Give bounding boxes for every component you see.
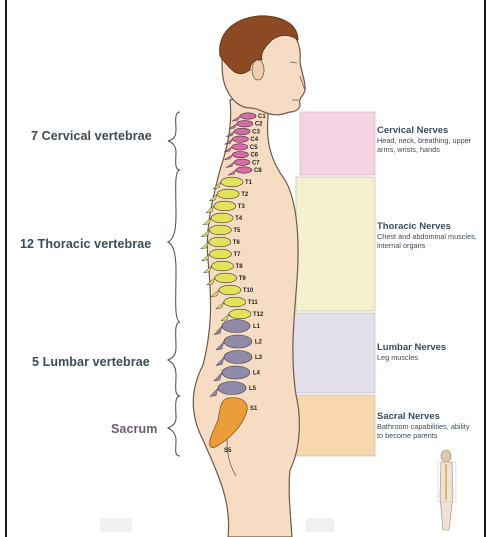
vertebra-c7 xyxy=(234,159,250,165)
vertebra-label-l1: L1 xyxy=(253,324,261,330)
vertebra-label-t5: T5 xyxy=(233,228,241,234)
vertebra-label-l2: L2 xyxy=(255,340,263,346)
brace-sacrum xyxy=(168,396,180,456)
panel-desc-lumbar: Leg muscles xyxy=(377,354,477,363)
vertebra-label-l4: L4 xyxy=(253,371,261,377)
vertebra-label-c3: C3 xyxy=(252,129,260,135)
brace-cervical xyxy=(168,112,180,170)
vertebra-t11 xyxy=(224,297,246,307)
vertebra-label-c4: C4 xyxy=(250,137,258,143)
label-sacrum: Sacrum xyxy=(111,422,157,436)
panel-bg-lumbar xyxy=(290,313,375,393)
brace-lumbar xyxy=(168,322,180,396)
vertebra-t4 xyxy=(211,213,233,223)
panel-cervical-nerves: Cervical Nerves Head, neck, breathing, u… xyxy=(377,125,485,155)
vertebra-c3 xyxy=(234,128,250,134)
vertebra-c1 xyxy=(240,113,256,119)
vertebra-label-c7: C7 xyxy=(252,160,260,166)
panel-bg-thoracic xyxy=(296,177,375,311)
vertebra-label-c2: C2 xyxy=(255,122,263,128)
vertebra-t2 xyxy=(217,189,239,199)
vertebra-label-t1: T1 xyxy=(245,180,253,186)
panel-bg-sacral xyxy=(293,395,375,456)
vertebra-l4 xyxy=(222,366,250,379)
vertebra-label-t4: T4 xyxy=(235,216,243,222)
vertebra-t7 xyxy=(210,249,232,259)
vertebra-label-c6: C6 xyxy=(250,153,258,159)
brace-thoracic xyxy=(168,170,180,322)
panel-title-cervical: Cervical Nerves xyxy=(377,125,485,136)
vertebra-label-t12: T12 xyxy=(253,312,264,318)
vertebra-label-l5: L5 xyxy=(249,386,257,392)
panel-lumbar-nerves: Lumbar Nerves Leg muscles xyxy=(377,342,477,363)
vertebra-c6 xyxy=(232,151,248,157)
label-cervical-vertebrae: 7 Cervical vertebrae xyxy=(31,129,152,143)
vertebra-label-t8: T8 xyxy=(236,264,244,270)
vertebra-label-t9: T9 xyxy=(239,276,247,282)
vertebra-label-s5: S5 xyxy=(224,448,232,454)
vertebra-label-c1: C1 xyxy=(258,114,266,120)
vertebra-label-c8: C8 xyxy=(254,168,262,174)
vertebra-t3 xyxy=(214,201,236,211)
vertebra-label-s1: S1 xyxy=(250,406,258,412)
vertebra-t8 xyxy=(212,261,234,271)
panel-thoracic-nerves: Thoracic Nerves Chest and abdominal musc… xyxy=(377,221,477,251)
vertebra-t5 xyxy=(209,225,231,235)
thumbnail-figure xyxy=(438,450,456,530)
bottom-artifact-right xyxy=(306,518,334,532)
panel-title-lumbar: Lumbar Nerves xyxy=(377,342,477,353)
label-thoracic-vertebrae: 12 Thoracic vertebrae xyxy=(20,237,151,251)
vertebra-c2 xyxy=(237,121,253,127)
vertebra-l3 xyxy=(224,351,252,364)
vertebra-c5 xyxy=(232,144,248,150)
panel-desc-cervical: Head, neck, breathing, upper arms, wrist… xyxy=(377,137,485,155)
bottom-artifact-left xyxy=(100,518,132,532)
panel-bg-cervical xyxy=(300,112,375,175)
panel-desc-sacral: Bathroom capabilities, ability to become… xyxy=(377,423,477,441)
vertebra-label-t2: T2 xyxy=(241,192,249,198)
vertebra-c4 xyxy=(232,136,248,142)
vertebra-c8 xyxy=(236,167,252,173)
panel-title-sacral: Sacral Nerves xyxy=(377,411,477,422)
vertebra-label-t3: T3 xyxy=(238,204,246,210)
vertebra-t1 xyxy=(221,177,243,187)
vertebra-t9 xyxy=(215,273,237,283)
vertebra-l2 xyxy=(224,335,252,348)
vertebra-label-l3: L3 xyxy=(255,355,263,361)
label-lumbar-vertebrae: 5 Lumbar vertebrae xyxy=(32,355,150,369)
vertebra-label-t7: T7 xyxy=(234,252,242,258)
vertebra-t6 xyxy=(209,237,231,247)
vertebra-label-t10: T10 xyxy=(243,288,254,294)
vertebra-t10 xyxy=(219,285,241,295)
panel-title-thoracic: Thoracic Nerves xyxy=(377,221,477,232)
vertebra-label-t11: T11 xyxy=(248,300,259,306)
vertebra-label-t6: T6 xyxy=(233,240,241,246)
panel-sacral-nerves: Sacral Nerves Bathroom capabilities, abi… xyxy=(377,411,477,441)
panel-desc-thoracic: Chest and abdominal muscles, internal or… xyxy=(377,233,477,251)
vertebra-t12 xyxy=(229,309,251,319)
vertebra-label-c5: C5 xyxy=(250,145,258,151)
vertebra-l5 xyxy=(218,382,246,395)
vertebra-l1 xyxy=(222,320,250,333)
ear xyxy=(252,60,264,80)
